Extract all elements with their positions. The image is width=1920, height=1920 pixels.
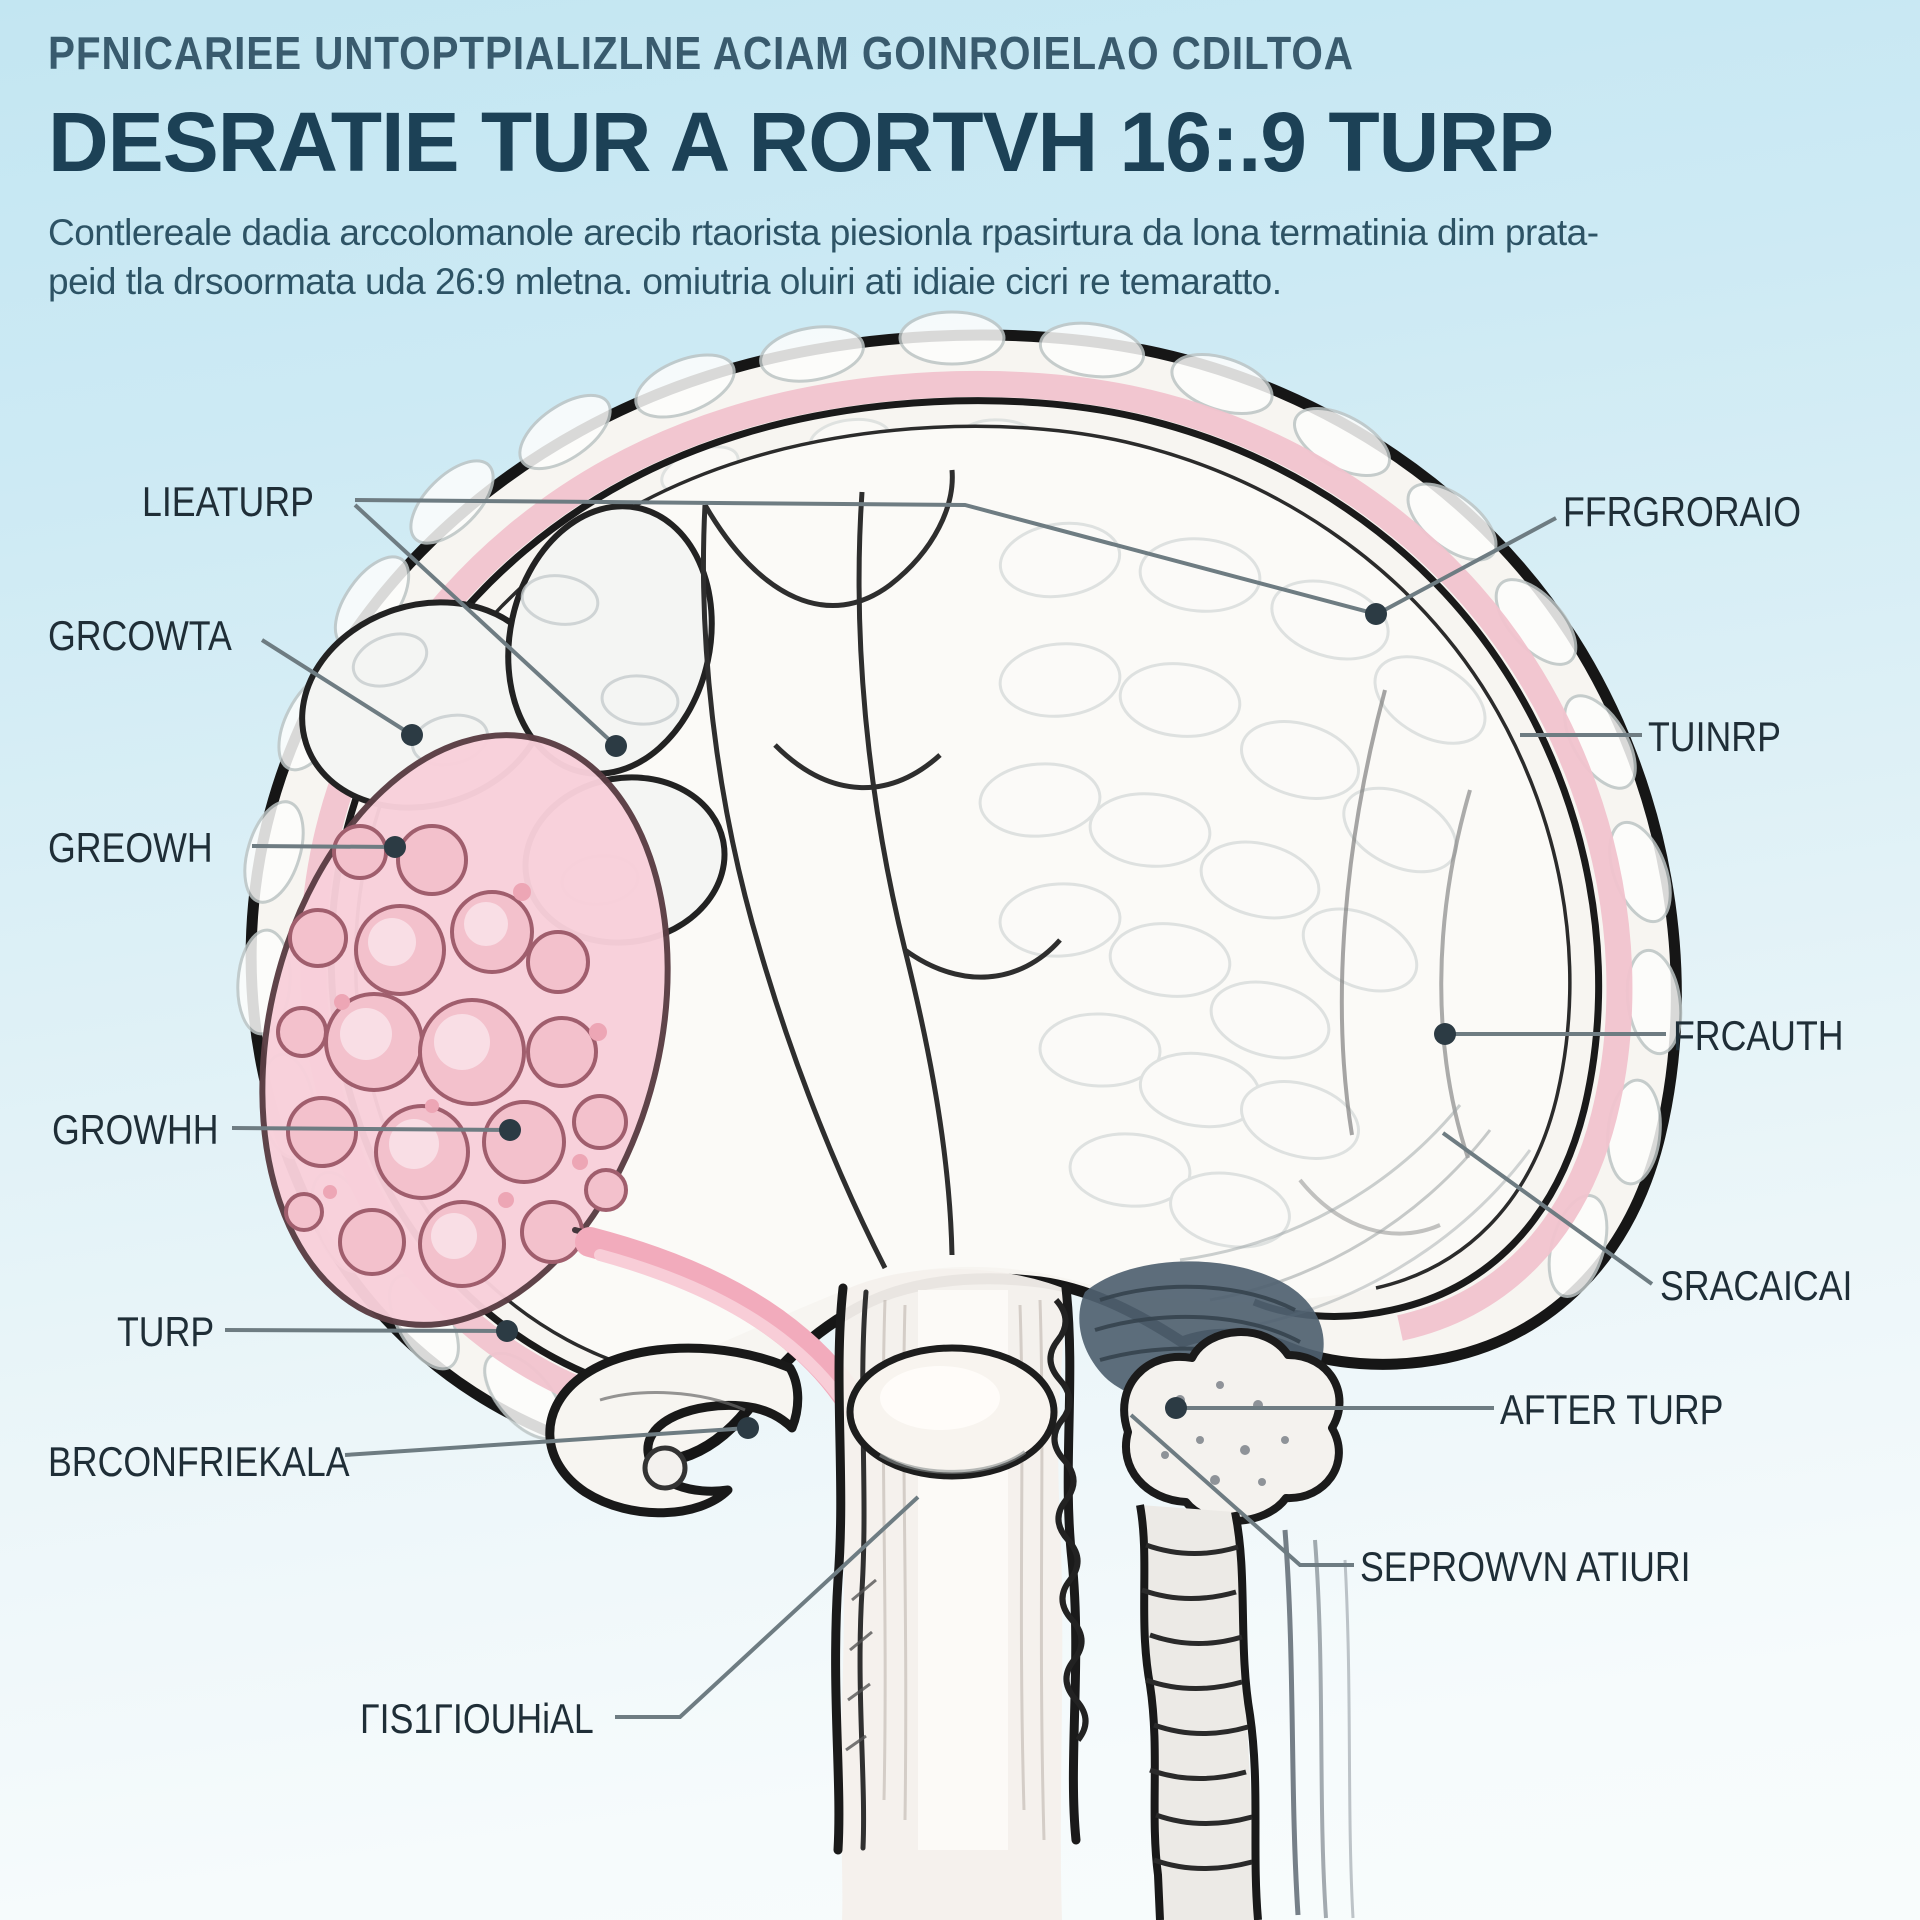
eyebrow-text: PFNICARIEE UNTOPTPIALIZLNE ACIAM GOINROI…: [48, 27, 1354, 79]
label-sracaicai: SRACAICAI: [1660, 1262, 1853, 1309]
seminal-knob: [1120, 1328, 1344, 1525]
label-tuinrp: TUINRP: [1648, 713, 1781, 760]
label-ffrgroraio: FFRGRORAIO: [1563, 488, 1801, 535]
left-nodule: [545, 1343, 803, 1518]
leader-lines: [224, 498, 1666, 1719]
intro-line-2: peid tla drsoormata uda 26:9 mletna. omi…: [48, 260, 1282, 302]
header: PFNICARIEE UNTOPTPIALIZLNE ACIAM GOINROI…: [48, 26, 1608, 307]
label-turp: TURP: [117, 1308, 215, 1355]
adenoma-nodule: [259, 732, 671, 1328]
label-fistgiouhial: ΓIS1ΓIOUHiAL: [360, 1695, 594, 1742]
central-ducts: [700, 469, 1062, 1270]
intro-line-1: Contlereale dadia arccolomanole arecib r…: [48, 212, 1599, 253]
label-seprowvn: SEPROWVN ATIURI: [1360, 1543, 1691, 1590]
label-brconfriekala: BRCONFRIEKALA: [48, 1438, 350, 1485]
urethra: [831, 1269, 1089, 1920]
label-after-turp: AFTER TURP: [1500, 1386, 1724, 1433]
seminal-region: [1079, 1261, 1355, 1920]
label-greowh: GREOWH: [48, 824, 213, 871]
label-grcowta: GRCOWTA: [48, 612, 232, 659]
label-lieaturp: LIEATURP: [142, 478, 314, 525]
leader-dots: [384, 603, 1456, 1439]
intro-paragraph: Contlereale dadia arccolomanole arecib r…: [48, 209, 1608, 307]
label-growhh: GROWHH: [52, 1106, 219, 1153]
interior-texture-right: [978, 521, 1487, 1249]
page-title: DESRATIE TUR A RORTVH 16:.9 TURP: [48, 95, 1554, 189]
label-frcauth: FRCAUTH: [1673, 1012, 1844, 1059]
